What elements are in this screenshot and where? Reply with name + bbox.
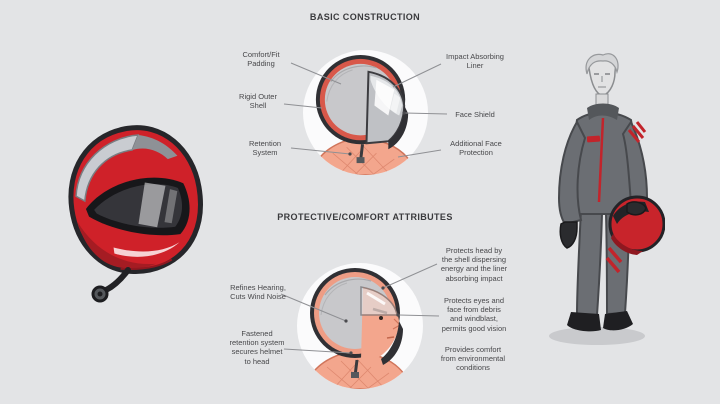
label-retention-system: Retention System	[248, 139, 282, 158]
label-impact-absorbing-liner: Impact Absorbing Liner	[446, 52, 504, 71]
label-refines-hearing: Refines Hearing, Cuts Wind Noise	[230, 283, 286, 302]
label-comfort-fit-padding: Comfort/Fit Padding	[242, 50, 280, 69]
label-fastened-retention: Fastened retention system secures helmet…	[229, 329, 285, 366]
red-racing-helmet-illustration	[68, 125, 203, 303]
protective-attributes-title: PROTECTIVE/COMFORT ATTRIBUTES	[277, 212, 453, 223]
label-provides-comfort: Provides comfort from environmental cond…	[440, 345, 506, 373]
label-rigid-outer-shell: Rigid Outer Shell	[239, 92, 277, 111]
bottom-diagram-circle	[297, 263, 423, 389]
helmet-cross-section-closed-visor-illustration	[310, 54, 417, 175]
label-protects-eyes: Protects eyes and face from debris and w…	[441, 296, 507, 333]
label-additional-face-protection: Additional Face Protection	[450, 139, 502, 158]
top-diagram-circle	[303, 50, 428, 175]
label-protects-head: Protects head by the shell dispersing en…	[440, 246, 508, 283]
race-driver-holding-helmet-illustration	[549, 53, 665, 345]
basic-construction-title: BASIC CONSTRUCTION	[309, 12, 421, 23]
helmet-cross-section-open-visor-illustration	[304, 268, 412, 389]
label-face-shield: Face Shield	[455, 110, 495, 119]
